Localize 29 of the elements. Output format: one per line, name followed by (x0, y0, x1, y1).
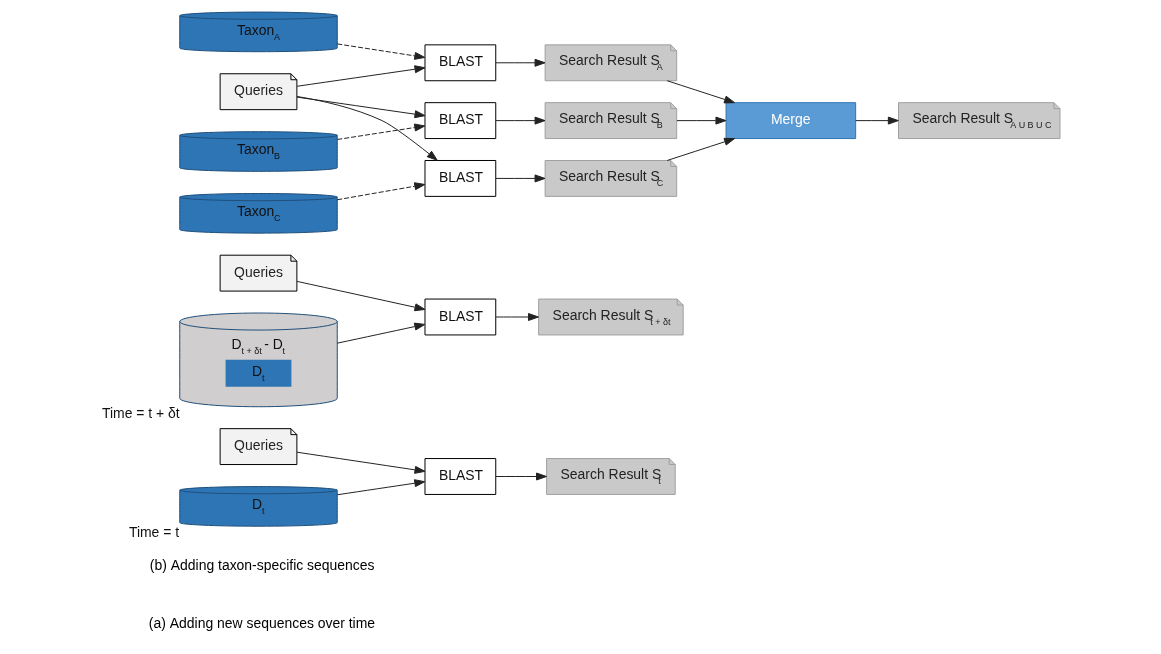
label: (b) Adding taxon-specific sequences (149, 556, 375, 573)
arrow (296, 280, 425, 312)
arrow (296, 451, 425, 474)
arrow (494, 313, 539, 321)
label: (a) Adding new sequences over time (148, 614, 375, 631)
arrow (494, 58, 545, 67)
arrow (666, 137, 735, 161)
node-label: Time = t + δt (101, 404, 180, 421)
node-box: BLAST (424, 102, 496, 140)
node-box: Merge (725, 102, 856, 140)
arrow (494, 472, 547, 481)
arrow (336, 43, 425, 60)
arrow (854, 116, 899, 125)
arrow (336, 123, 425, 140)
node-box: BLAST (424, 160, 496, 197)
node-box: BLAST (424, 298, 496, 336)
arrow (336, 479, 425, 496)
arrow (666, 80, 735, 104)
arrow (296, 96, 425, 119)
arrow (336, 182, 425, 201)
arrow (296, 95, 438, 161)
arrow (336, 322, 425, 344)
arrow (675, 116, 726, 125)
arrow (494, 116, 545, 125)
arrow (494, 174, 545, 183)
arrow (296, 65, 425, 87)
node-label: Time = t (128, 524, 179, 541)
node-box: BLAST (424, 458, 496, 495)
node-box: BLAST (424, 44, 496, 82)
